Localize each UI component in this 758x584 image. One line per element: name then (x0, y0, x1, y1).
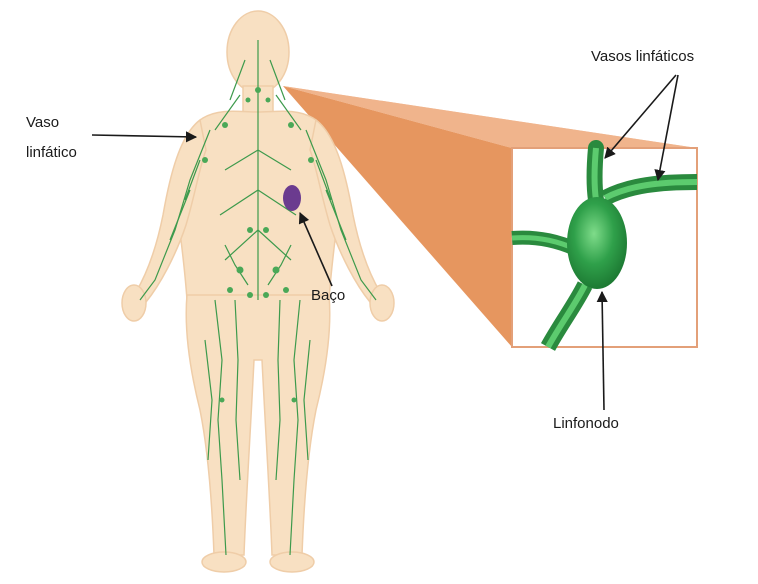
arrow-lymph-vessel (92, 135, 196, 137)
label-lymph-vessel-line1: Vaso (26, 113, 59, 132)
spleen-organ (283, 185, 301, 211)
label-lymph-vessels: Vasos linfáticos (591, 47, 694, 66)
label-spleen: Baço (311, 286, 345, 305)
label-lymph-vessel-line2: linfático (26, 143, 77, 162)
label-lymph-node: Linfonodo (553, 414, 619, 433)
